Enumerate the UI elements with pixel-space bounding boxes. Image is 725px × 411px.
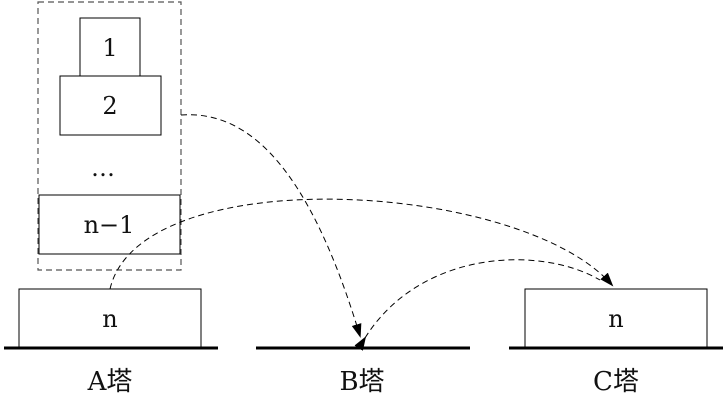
disk-2: 2 [59, 75, 162, 136]
disk-1-label: 1 [102, 34, 117, 62]
disk-n-tower-a: n [18, 288, 202, 348]
arrow-a-to-b [180, 114, 362, 338]
arrow-a-to-c [109, 198, 614, 290]
disk-n-tower-a-label: n [102, 305, 117, 333]
disk-n-minus-1: n−1 [38, 194, 181, 255]
arrow-b-to-c [354, 259, 601, 351]
disk-1: 1 [79, 17, 141, 77]
disk-n-minus-1-label: n−1 [84, 211, 135, 239]
disk-n-tower-c: n [524, 288, 708, 348]
disk-2-label: 2 [102, 92, 117, 120]
disk-n-tower-c-label: n [608, 305, 623, 333]
subproblem-group-box [37, 1, 182, 271]
tower-a-label: A塔 [87, 367, 133, 397]
ellipsis: … [91, 154, 119, 182]
tower-b-label: B塔 [339, 367, 384, 397]
tower-c-label: C塔 [593, 367, 639, 397]
